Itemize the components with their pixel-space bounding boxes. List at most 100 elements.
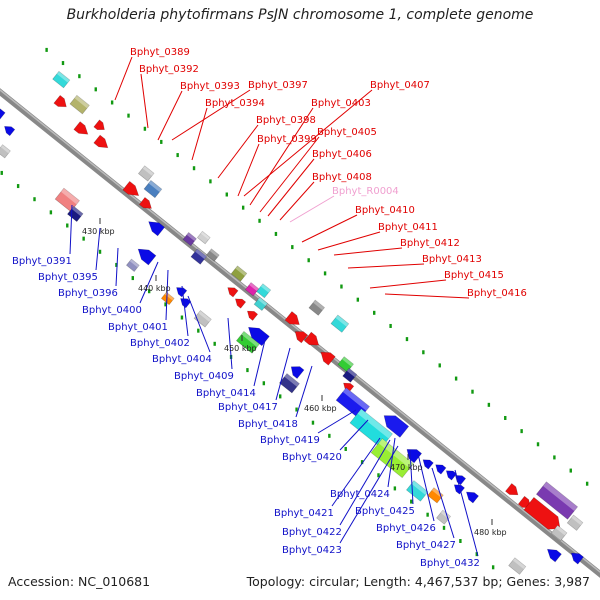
feature-label: Bphyt_0432 bbox=[420, 558, 480, 569]
scale-tick-label: 470 kbp bbox=[390, 463, 423, 472]
callout-line bbox=[181, 285, 189, 337]
feature-label: Bphyt_0400 bbox=[82, 305, 142, 316]
gc-tick bbox=[344, 446, 347, 451]
block-shape bbox=[205, 248, 220, 262]
gc-tick bbox=[241, 205, 245, 210]
gene-block bbox=[52, 70, 71, 89]
gc-tick bbox=[442, 525, 446, 530]
callout-line bbox=[217, 124, 259, 179]
gc-tick bbox=[147, 289, 151, 294]
gene-block bbox=[193, 310, 212, 328]
feature-label: Bphyt_0413 bbox=[422, 254, 482, 265]
gene-arrow bbox=[0, 107, 6, 122]
feature-label: Bphyt_0410 bbox=[355, 205, 415, 216]
gc-tick bbox=[176, 153, 179, 158]
block-shine bbox=[440, 510, 451, 520]
gc-tick bbox=[209, 179, 212, 184]
block-shape bbox=[337, 356, 354, 373]
gc-tick bbox=[213, 341, 216, 346]
gc-tick bbox=[45, 47, 48, 52]
gc-tick bbox=[340, 284, 343, 289]
gene-arrow bbox=[73, 121, 89, 135]
feature-label: Bphyt_0411 bbox=[378, 222, 438, 233]
gc-tick bbox=[373, 310, 376, 315]
block-shine bbox=[512, 557, 526, 570]
gc-tick bbox=[197, 328, 200, 333]
callout-line bbox=[339, 419, 369, 451]
gc-tick bbox=[569, 468, 572, 473]
block-shine bbox=[555, 525, 567, 536]
block-shine bbox=[249, 282, 259, 292]
feature-label: Bphyt_0426 bbox=[376, 523, 436, 534]
gene-arrow bbox=[435, 464, 447, 475]
callout-line bbox=[275, 347, 291, 401]
gene-arrow bbox=[284, 311, 300, 325]
gene-arrow bbox=[290, 366, 305, 379]
gc-tick bbox=[471, 389, 474, 394]
gc-tick bbox=[553, 455, 556, 460]
block-shape bbox=[190, 248, 207, 265]
gc-tick bbox=[49, 210, 53, 215]
arrow-shape bbox=[4, 126, 16, 137]
callout-line bbox=[69, 204, 73, 255]
arrow-shape bbox=[570, 552, 584, 565]
gc-tick bbox=[405, 337, 409, 342]
feature-label: Bphyt_0403 bbox=[311, 98, 371, 109]
gc-tick bbox=[94, 87, 97, 92]
gene-block bbox=[230, 265, 248, 282]
feature-label: Bphyt_0412 bbox=[400, 238, 460, 249]
callout-line bbox=[409, 449, 414, 505]
block-shine bbox=[186, 232, 197, 242]
gc-tick bbox=[307, 258, 310, 263]
feature-label: Bphyt_0427 bbox=[396, 540, 456, 551]
callout-line bbox=[301, 214, 358, 243]
arrow-shape bbox=[176, 287, 188, 298]
feature-label: Bphyt_0422 bbox=[282, 527, 342, 538]
arrow-shape bbox=[435, 464, 447, 475]
block-shine bbox=[241, 331, 260, 347]
feature-label: Bphyt_0395 bbox=[38, 272, 98, 283]
feature-label: Bphyt_0421 bbox=[274, 508, 334, 519]
gene-block bbox=[508, 557, 527, 575]
gene-arrow bbox=[303, 331, 320, 346]
gc-tick bbox=[438, 363, 441, 368]
block-shape bbox=[182, 232, 197, 247]
arrow-shape bbox=[0, 107, 6, 122]
gc-tick bbox=[328, 433, 331, 438]
callout-line bbox=[187, 295, 211, 353]
callout-line bbox=[267, 158, 315, 217]
block-shine bbox=[378, 438, 414, 469]
scale-tick-label: 430 kbp bbox=[82, 227, 115, 236]
arrow-shape bbox=[303, 331, 320, 346]
gc-tick bbox=[131, 276, 134, 281]
gene-arrow bbox=[148, 221, 165, 237]
gene-arrow bbox=[383, 415, 410, 438]
block-shine bbox=[235, 265, 247, 277]
block-shine bbox=[571, 515, 583, 526]
gc-tick bbox=[33, 197, 36, 202]
arrow-shape bbox=[422, 459, 434, 470]
gc-tick bbox=[295, 407, 298, 412]
callout-line bbox=[417, 453, 435, 522]
block-shine bbox=[342, 387, 370, 411]
block-shape bbox=[349, 408, 393, 449]
feature-label: Bphyt_0416 bbox=[467, 288, 527, 299]
gc-tick bbox=[78, 74, 81, 79]
feature-label: Bphyt_0389 bbox=[130, 47, 190, 58]
accession-text: Accession: NC_010681 bbox=[8, 574, 151, 589]
gc-tick bbox=[127, 113, 130, 118]
block-shape bbox=[125, 258, 140, 272]
gene-arrow bbox=[453, 484, 465, 495]
gene-block bbox=[337, 356, 354, 373]
feature-label: Bphyt_0423 bbox=[282, 545, 342, 556]
gene-block bbox=[253, 296, 268, 311]
callout-line bbox=[249, 107, 314, 206]
arrow-shape bbox=[93, 119, 105, 131]
block-shine bbox=[346, 368, 357, 378]
gc-tick bbox=[160, 139, 163, 144]
block-shape bbox=[342, 367, 358, 383]
block-shape bbox=[427, 487, 444, 504]
feature-label: Bphyt_0405 bbox=[317, 127, 377, 138]
gc-tick bbox=[377, 473, 380, 478]
